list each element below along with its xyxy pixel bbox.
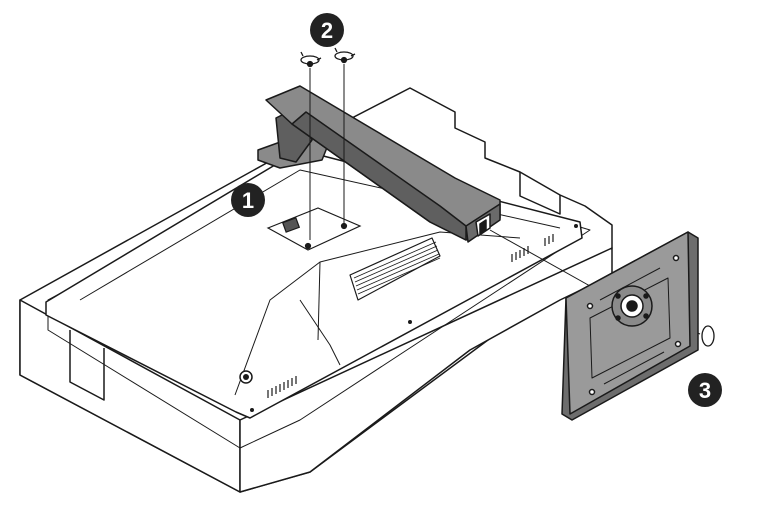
step-badge-2: 2 [310,13,344,47]
rotate-arrow-icon [701,325,715,347]
port-dots [239,224,578,412]
step-badge-1: 1 [231,183,265,217]
vesa-plate [561,231,699,421]
side-vents [267,234,554,398]
step-number-1: 1 [242,188,254,213]
vent-grille [353,241,441,295]
step-number-3: 3 [699,378,711,403]
screw-1-icon [300,51,322,68]
vesa-mount-area [266,207,362,251]
step-badge-3: 3 [688,373,722,407]
step-number-2: 2 [321,18,333,43]
screw-2-icon [334,47,356,64]
